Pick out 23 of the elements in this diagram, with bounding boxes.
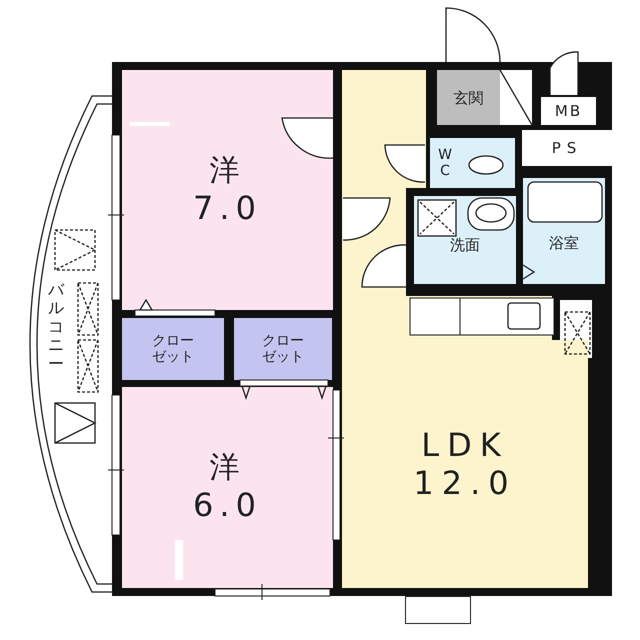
room [541,97,596,125]
room-label: 6.0 [193,486,262,525]
room-label: 洋 [210,450,246,486]
room-label: 洗面 [450,236,480,254]
room-label: 7.0 [193,188,262,228]
room [342,340,588,588]
room [522,130,612,166]
room-label: PS [552,139,582,157]
room [122,318,224,380]
room-label: 浴室 [549,234,579,252]
room-label: 洋 [210,152,246,189]
room-label: クローゼット [262,332,304,366]
room-label: 12.0 [413,464,517,502]
room-label: LDK [421,426,509,464]
room-label: バルコニー [48,281,64,373]
room-label: WC [438,146,452,180]
room-label: クローゼット [152,332,194,366]
room-label: 玄関 [454,88,484,106]
room-label: MB [554,102,582,120]
room [122,387,333,588]
room [234,318,332,380]
room [437,70,500,125]
room [122,70,333,310]
